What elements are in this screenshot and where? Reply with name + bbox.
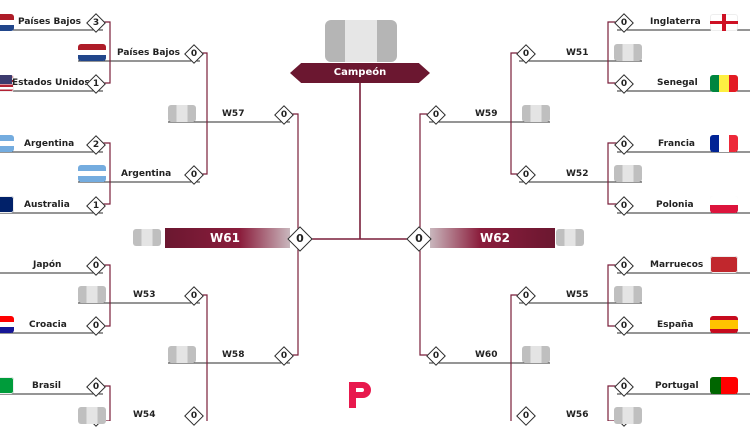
trophy-placeholder — [325, 20, 397, 62]
left-r16-team-1: Países Bajos — [18, 17, 82, 27]
flag-argentina-qf — [78, 165, 106, 182]
semifinal-left-label: W61 — [210, 231, 240, 245]
right-qf-slot-2 — [614, 165, 642, 182]
right-qf-team-1: W51 — [566, 48, 589, 58]
left-sf-slot-2 — [168, 346, 196, 363]
right-r16-team-4: Polonia — [656, 200, 694, 210]
left-r16-team-3: Argentina — [24, 139, 75, 149]
bracket-connector-25 — [103, 21, 111, 84]
semifinal-right-label: W62 — [480, 231, 510, 245]
right-qf-slot-4 — [614, 407, 642, 424]
flag-croatia — [0, 316, 14, 333]
semifinal-left-banner: W61 — [165, 228, 290, 248]
right-r16-team-6: España — [657, 320, 694, 330]
left-r16-team-5: Japón — [33, 260, 62, 270]
left-r16-team-2: Estados Unidos — [12, 78, 90, 88]
champion-banner: Campeón — [290, 63, 430, 83]
left-qf-team-2: Argentina — [121, 169, 172, 179]
right-r16-team-2: Senegal — [657, 78, 698, 88]
left-r16-team-4: Australia — [24, 200, 70, 210]
right-qf-slot-1 — [614, 44, 642, 61]
flag-netherlands-qf — [78, 44, 106, 61]
right-r16-team-3: Francia — [658, 139, 695, 149]
right-sf-slot-2 — [522, 346, 550, 363]
right-r16-team-5: Marruecos — [650, 260, 704, 270]
left-r16-team-6: Croacia — [29, 320, 67, 330]
right-r16-team-7: Portugal — [655, 381, 699, 391]
left-qf-slot-3 — [78, 286, 106, 303]
flag-argentina — [0, 135, 14, 152]
bracket-connector-29 — [200, 52, 208, 175]
bracket-connector-34 — [607, 264, 617, 327]
left-qf-team-1: Países Bajos — [117, 48, 181, 58]
left-r16-team-7: Brasil — [32, 381, 61, 391]
flag-england — [710, 14, 738, 31]
flag-morocco — [710, 256, 738, 273]
left-sf-team-2: W58 — [222, 350, 245, 360]
flag-brazil — [0, 377, 14, 394]
semifinal-left-slot — [133, 229, 161, 246]
left-sf-team-1: W57 — [222, 109, 245, 119]
right-sf-team-2: W60 — [475, 350, 498, 360]
flag-france — [710, 135, 738, 152]
flag-spain — [710, 316, 738, 333]
pedidosya-logo — [345, 380, 375, 414]
semifinal-right-banner: W62 — [430, 228, 555, 248]
bracket-connector-37 — [510, 294, 519, 421]
right-qf-team-3: W55 — [566, 290, 589, 300]
left-qf-slot-4 — [78, 407, 106, 424]
bracket-connector-28 — [103, 385, 111, 421]
flag-senegal — [710, 75, 738, 92]
bracket-connector-32 — [607, 21, 617, 84]
flag-netherlands — [0, 14, 14, 31]
right-qf-team-2: W52 — [566, 169, 589, 179]
bracket-connector-30 — [200, 294, 208, 421]
flag-portugal — [710, 377, 738, 394]
right-qf-slot-3 — [614, 286, 642, 303]
right-sf-slot-1 — [522, 105, 550, 122]
flag-australia — [0, 196, 14, 213]
left-qf-team-4: W54 — [133, 410, 156, 420]
right-sf-team-1: W59 — [475, 109, 498, 119]
left-qf-team-3: W53 — [133, 290, 156, 300]
bracket-connector-26 — [103, 142, 111, 205]
right-qf-team-4: W56 — [566, 410, 589, 420]
semifinal-right-slot — [556, 229, 584, 246]
flag-usa — [0, 75, 14, 92]
left-sf-slot-1 — [168, 105, 196, 122]
right-r16-team-1: Inglaterra — [650, 17, 701, 27]
bracket-connector-36 — [510, 52, 519, 175]
pedidosya-logo-mark — [349, 382, 371, 408]
flag-poland — [710, 196, 738, 213]
bracket-connector-35 — [607, 385, 617, 421]
bracket-connector-27 — [103, 264, 111, 327]
bracket-connector-33 — [607, 142, 617, 205]
